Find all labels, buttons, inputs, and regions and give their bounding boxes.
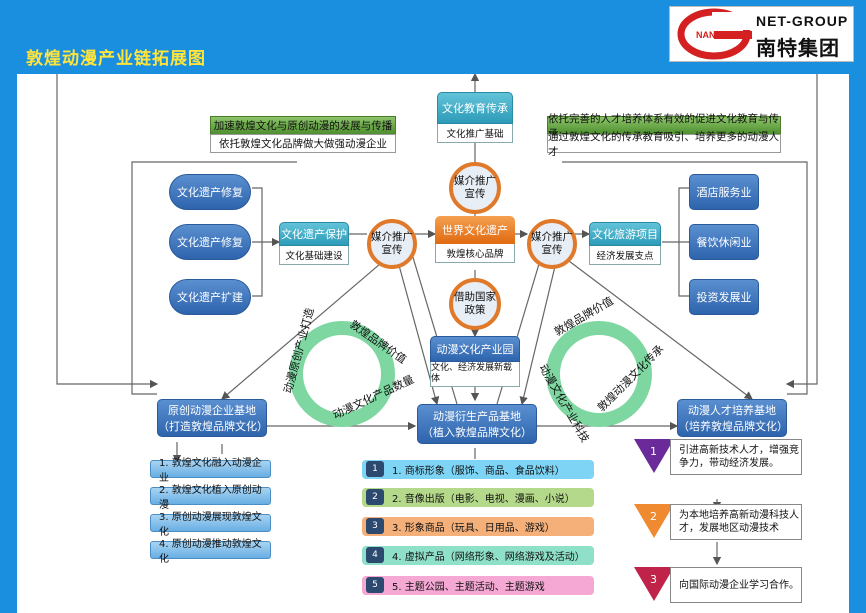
- heritage-protection-title: 文化遗产保护: [279, 222, 349, 246]
- media-promo-circle-right: 媒介推广宣传: [527, 219, 577, 269]
- heritage-restore-pill-1: 文化遗产修复: [169, 174, 251, 210]
- svg-text:NAN TE: NAN TE: [696, 30, 730, 40]
- left-green-bar: 加速敦煌文化与原创动漫的发展与传播: [210, 116, 396, 135]
- net-group-logo-icon: NAN TE: [677, 8, 752, 60]
- product-item-1: 1 1. 商标形象（服饰、商品、食品饮料）: [362, 460, 594, 479]
- animation-park-card: 动漫文化产业园 文化、经济发展新载体: [430, 336, 520, 387]
- left-list-item-2: 2. 敦煌文化植入原创动漫: [150, 485, 271, 511]
- svg-text:1: 1: [650, 445, 657, 458]
- original-animation-base-sub: （打造敦煌品牌文化）: [158, 420, 268, 433]
- product-number-tag: 5: [366, 577, 384, 593]
- original-animation-base: 原创动漫企业基地 （打造敦煌品牌文化）: [157, 399, 268, 437]
- step-chevron-icon: 2: [634, 504, 674, 538]
- original-animation-base-title: 原创动漫企业基地: [168, 404, 256, 417]
- talent-training-base-title: 动漫人才培养基地: [688, 404, 776, 417]
- step-chevron-icon: 3: [634, 567, 674, 601]
- left-list-item-1: 1. 敦煌文化融入动漫企业: [150, 458, 271, 484]
- product-item-3: 3 3. 形象商品（玩具、日用品、游戏）: [362, 517, 594, 536]
- left-ring: [289, 321, 395, 427]
- world-heritage-card: 世界文化遗产 敦煌核心品牌: [435, 216, 515, 263]
- culture-education-title: 文化教育传承: [437, 92, 513, 124]
- media-promo-circle-left: 媒介推广宣传: [367, 219, 417, 269]
- left-list-item-4: 4. 原创动漫推动敦煌文化: [150, 539, 271, 565]
- culture-tourism-card: 文化旅游项目 经济发展支点: [589, 222, 661, 265]
- product-item-4: 4 4. 虚拟产品（网络形象、网络游戏及活动）: [362, 546, 594, 565]
- derivative-product-base-sub: （植入敦煌品牌文化）: [422, 426, 532, 439]
- product-item-5: 5 5. 主题公园、主题活动、主题游戏: [362, 576, 594, 595]
- right-ring: [546, 321, 652, 427]
- right-white-bar: 通过敦煌文化的传承教育吸引、培养更多的动漫人才: [547, 130, 781, 158]
- svg-text:2: 2: [650, 510, 657, 523]
- derivative-product-base: 动漫衍生产品基地 （植入敦煌品牌文化）: [417, 404, 537, 444]
- world-heritage-sub: 敦煌核心品牌: [435, 244, 515, 263]
- product-item-text: 2. 音像出版（电影、电视、漫画、小说）: [392, 494, 575, 505]
- talent-training-base: 动漫人才培养基地 （培养敦煌品牌文化）: [677, 399, 788, 437]
- heritage-restore-pill-2: 文化遗产修复: [169, 224, 251, 260]
- investment-box: 投资发展业: [689, 279, 759, 315]
- media-promo-circle-top: 媒介推广宣传: [449, 162, 501, 214]
- national-policy-circle: 借助国家政策: [449, 278, 501, 330]
- heritage-protection-sub: 文化基础建设: [279, 246, 349, 265]
- product-item-2: 2 2. 音像出版（电影、电视、漫画、小说）: [362, 488, 594, 507]
- logo: NAN TE NET-GROUP 南特集团: [669, 6, 854, 62]
- step-chevron-icon: 1: [634, 439, 674, 473]
- product-item-text: 4. 虚拟产品（网络形象、网络游戏及活动）: [392, 552, 585, 563]
- product-number-tag: 1: [366, 461, 384, 477]
- diagram-canvas: 敦煌品牌价值 动漫文化产品数量 动漫原创产业打造 敦煌品牌价值 敦煌动漫文化传承…: [17, 74, 849, 613]
- heritage-expand-pill: 文化遗产扩建: [169, 279, 251, 315]
- logo-cn: 南特集团: [756, 36, 840, 60]
- product-item-text: 1. 商标形象（服饰、商品、食品饮料）: [392, 466, 565, 477]
- derivative-product-base-title: 动漫衍生产品基地: [433, 410, 521, 423]
- step-3-text: 向国际动漫企业学习合作。: [670, 567, 802, 603]
- culture-tourism-sub: 经济发展支点: [589, 246, 661, 265]
- product-item-text: 5. 主题公园、主题活动、主题游戏: [392, 582, 545, 593]
- culture-education-card: 文化教育传承 文化推广基础: [437, 92, 513, 143]
- animation-park-title: 动漫文化产业园: [430, 336, 520, 362]
- svg-text:3: 3: [650, 573, 657, 586]
- right-green-bar: 依托完善的人才培养体系有效的促进文化教育与传承: [547, 113, 781, 140]
- left-white-bar: 依托敦煌文化品牌做大做强动漫企业: [210, 134, 396, 153]
- product-item-text: 3. 形象商品（玩具、日用品、游戏）: [392, 523, 555, 534]
- world-heritage-title: 世界文化遗产: [435, 216, 515, 244]
- heritage-protection-card: 文化遗产保护 文化基础建设: [279, 222, 349, 265]
- step-2-text: 为本地培养高新动漫科技人才，发展地区动漫技术: [670, 504, 802, 540]
- culture-tourism-title: 文化旅游项目: [589, 222, 661, 246]
- product-number-tag: 4: [366, 547, 384, 563]
- page-title: 敦煌动漫产业链拓展图: [26, 49, 206, 69]
- dining-leisure-box: 餐饮休闲业: [689, 224, 759, 260]
- left-list-item-3: 3. 原创动漫展现敦煌文化: [150, 512, 271, 538]
- product-number-tag: 3: [366, 518, 384, 534]
- talent-training-base-sub: （培养敦煌品牌文化）: [678, 420, 788, 433]
- logo-en: NET-GROUP: [756, 13, 849, 29]
- hotel-service-box: 酒店服务业: [689, 174, 759, 210]
- culture-education-sub: 文化推广基础: [437, 124, 513, 143]
- animation-park-sub: 文化、经济发展新载体: [430, 362, 520, 387]
- step-1-text: 引进高新技术人才，增强竞争力，带动经济发展。: [670, 439, 802, 475]
- product-number-tag: 2: [366, 489, 384, 505]
- svg-text:动漫文化产业科技: 动漫文化产业科技: [536, 362, 592, 445]
- connector-lines: 敦煌品牌价值 动漫文化产品数量 动漫原创产业打造 敦煌品牌价值 敦煌动漫文化传承…: [56, 74, 818, 566]
